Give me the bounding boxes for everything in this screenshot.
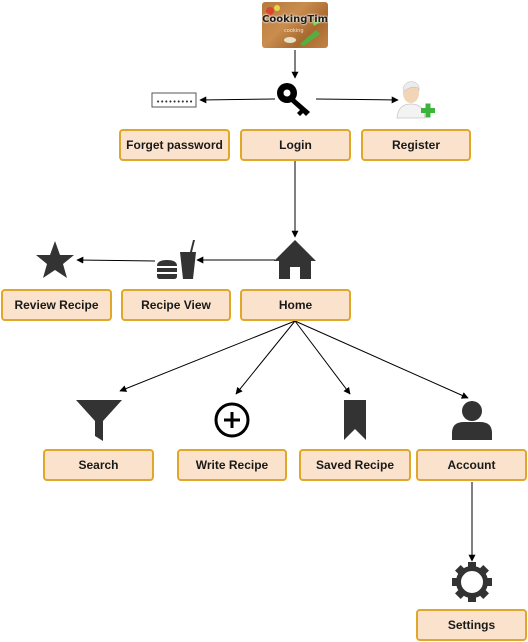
search-node[interactable]: Search: [43, 449, 154, 481]
login-node[interactable]: Login: [240, 129, 351, 161]
cookingtime-logo: CookingTime cooking: [262, 2, 328, 48]
key-icon: [277, 83, 310, 116]
edge-home-write-recipe: [235, 320, 296, 395]
write-recipe-node[interactable]: Write Recipe: [177, 449, 287, 481]
logo-artwork: [266, 5, 324, 46]
gear-icon: [452, 562, 492, 602]
password-field-icon: •••••••••: [151, 92, 197, 108]
password-field-value: •••••••••: [156, 98, 193, 106]
edge-home-saved-recipe: [294, 320, 351, 395]
edges: [76, 50, 476, 562]
plus-circle-icon: [214, 402, 250, 438]
saved-recipe-node[interactable]: Saved Recipe: [299, 449, 411, 481]
funnel-icon: [76, 400, 122, 441]
edge-recipe-view-review: [76, 256, 156, 264]
account-node[interactable]: Account: [416, 449, 527, 481]
forget-password-node[interactable]: Forget password: [119, 129, 230, 161]
edge-login-forget-password: [199, 96, 276, 104]
edge-login-register: [315, 96, 399, 104]
user-icon: [452, 401, 492, 440]
logo-title: CookingTime: [262, 14, 328, 25]
bookmark-icon: [344, 400, 366, 440]
review-recipe-node[interactable]: Review Recipe: [1, 289, 112, 321]
house-icon: [274, 240, 316, 279]
home-node[interactable]: Home: [240, 289, 351, 321]
settings-node[interactable]: Settings: [416, 609, 527, 641]
star-icon: [36, 241, 74, 278]
food-drink-icon: [157, 240, 196, 279]
logo-subtitle: cooking: [284, 28, 304, 34]
edge-home-search: [119, 320, 296, 392]
edge-home-account: [294, 320, 469, 399]
recipe-view-node[interactable]: Recipe View: [121, 289, 231, 321]
add-user-icon: [396, 81, 435, 119]
register-node[interactable]: Register: [361, 129, 471, 161]
